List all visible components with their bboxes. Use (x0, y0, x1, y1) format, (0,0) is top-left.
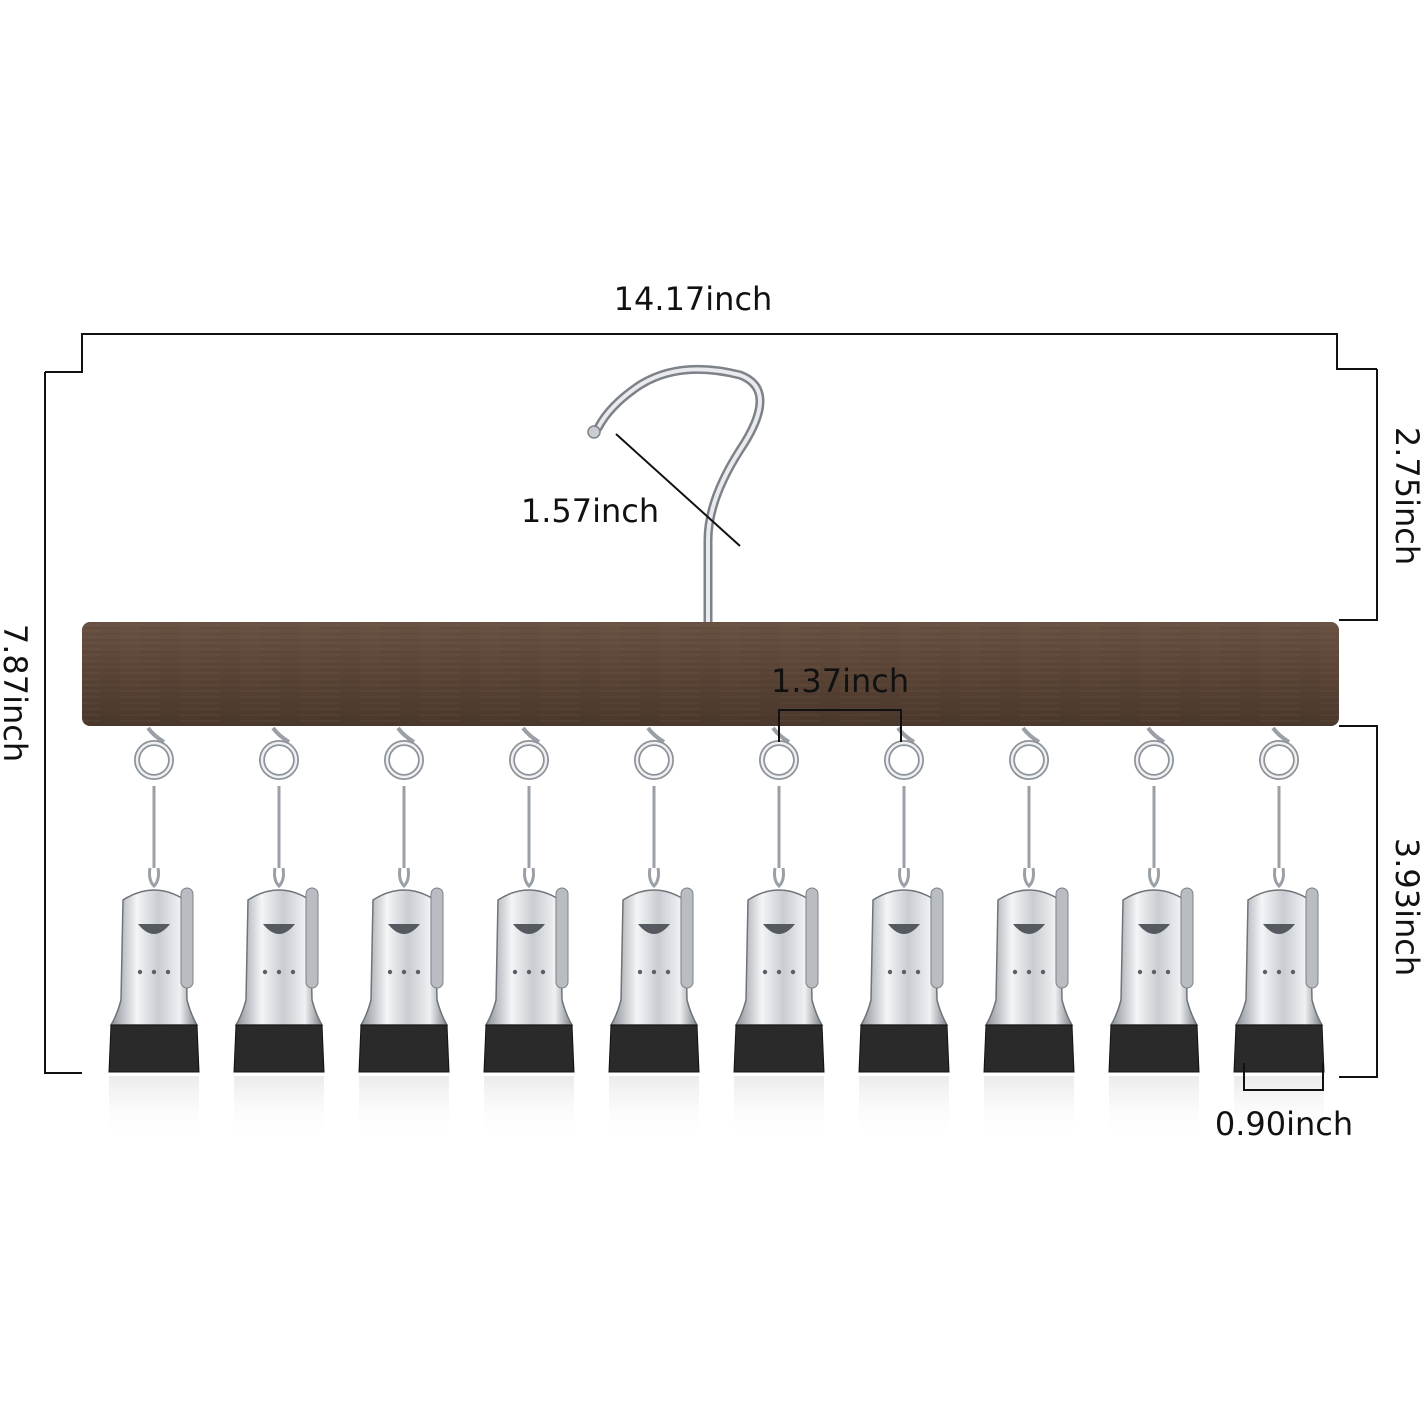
clip-body (734, 889, 824, 1026)
clip-dimple (138, 924, 170, 934)
clip-rubber-tip (858, 1024, 950, 1073)
clip-reflection (609, 1076, 699, 1140)
clip-reflection (1109, 1076, 1199, 1140)
clip-reflection (234, 1076, 324, 1140)
clip (108, 726, 200, 1140)
clip (608, 726, 700, 1140)
clips-row (108, 726, 1325, 1140)
clip-body (1109, 889, 1199, 1026)
hook-height-bracket (1339, 369, 1378, 621)
overall-height-bracket (44, 372, 82, 1074)
clip-dimple (1138, 924, 1170, 934)
clip (733, 726, 825, 1140)
clip-rubber-tip (608, 1024, 700, 1073)
clip-body (609, 889, 699, 1026)
clip-rubber-tip (1108, 1024, 1200, 1073)
clip-reflection (859, 1076, 949, 1140)
clip-dimple (763, 924, 795, 934)
clip-width-bracket (1243, 1063, 1324, 1091)
clip-spacing-bracket (778, 709, 902, 742)
clip-rubber-tip (983, 1024, 1075, 1073)
clip-rubber-tip (358, 1024, 450, 1073)
clip-width-label: 0.90inch (1215, 1105, 1353, 1143)
hook-height-label: 2.75inch (1388, 427, 1424, 565)
clip-dimple (1013, 924, 1045, 934)
clip-reflection (984, 1076, 1074, 1140)
clip (1108, 726, 1200, 1140)
clip-dimple (263, 924, 295, 934)
clip-reflection (109, 1076, 199, 1140)
clip-rubber-tip (233, 1024, 325, 1073)
clip-dimple (1263, 924, 1295, 934)
clip (358, 726, 450, 1140)
clip-length-label: 3.93inch (1388, 838, 1424, 976)
hook (587, 364, 765, 628)
clip-body (484, 889, 574, 1026)
clip-body (234, 889, 324, 1026)
clip-rubber-tip (733, 1024, 825, 1073)
clip-rubber-tip (1233, 1024, 1325, 1073)
clip-dimple (388, 924, 420, 934)
clip-body (359, 889, 449, 1026)
clip (233, 726, 325, 1140)
hook-diameter-line (615, 433, 741, 547)
clip-dimple (888, 924, 920, 934)
clip-rubber-tip (108, 1024, 200, 1073)
clip-spacing-label: 1.37inch (771, 662, 909, 700)
hook-tip-ball (587, 425, 601, 439)
clip-dimple (513, 924, 545, 934)
clip-body (859, 889, 949, 1026)
clip-dimple (638, 924, 670, 934)
clip (483, 726, 575, 1140)
clip (983, 726, 1075, 1140)
clip-length-bracket (1339, 725, 1378, 1078)
hook-diameter-label: 1.57inch (521, 492, 659, 530)
clip (1233, 726, 1325, 1140)
clip-reflection (734, 1076, 824, 1140)
wooden-bar (82, 622, 1339, 726)
clip-rubber-tip (483, 1024, 575, 1073)
clip-body (1234, 889, 1324, 1026)
clip-body (984, 889, 1074, 1026)
overall-width-bracket (45, 333, 1377, 373)
clip (858, 726, 950, 1140)
overall-height-label: 7.87inch (0, 624, 34, 762)
clip-reflection (359, 1076, 449, 1140)
clip-body (109, 889, 199, 1026)
clip-reflection (484, 1076, 574, 1140)
clip-reflection (1234, 1076, 1324, 1140)
overall-width-label: 14.17inch (614, 280, 773, 318)
